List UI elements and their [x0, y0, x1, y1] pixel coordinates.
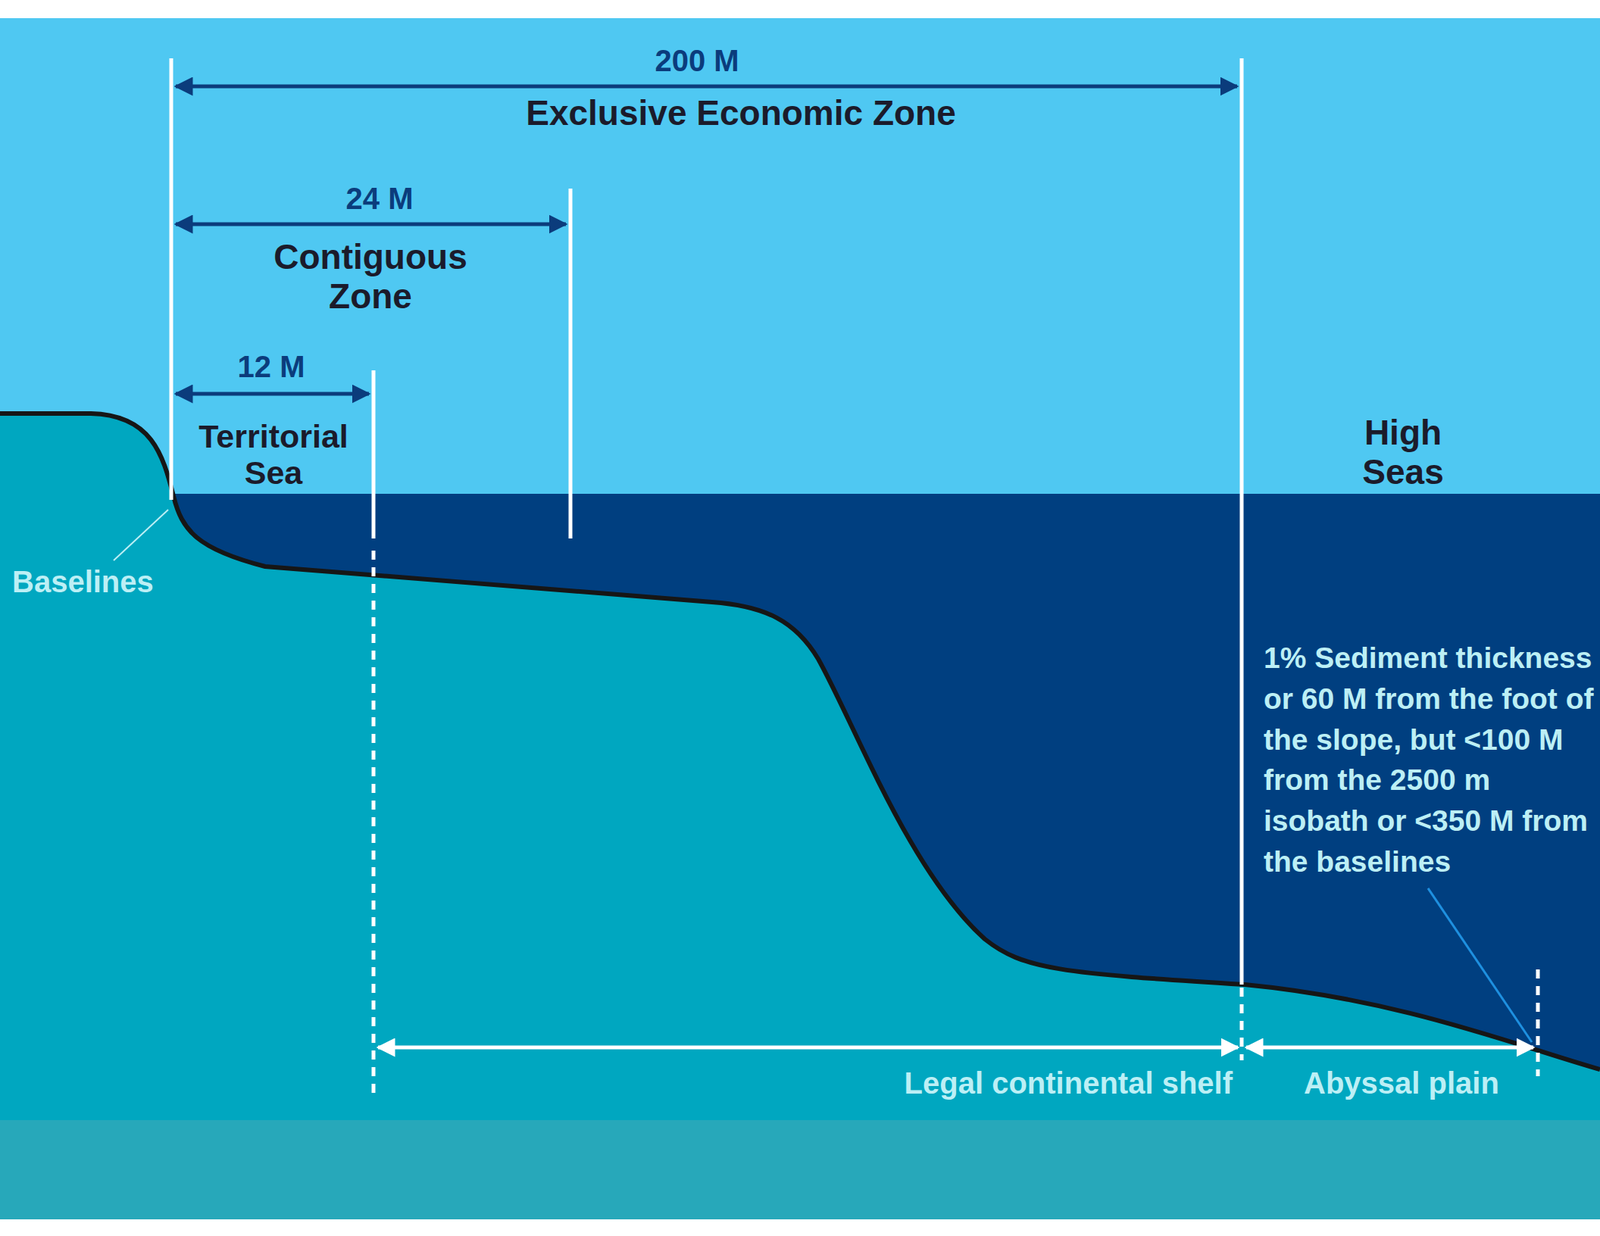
territorial-arrow — [175, 392, 369, 397]
zone-name: Exclusive Economic Zone — [525, 93, 957, 134]
shelf-start-dashed — [371, 550, 376, 1097]
baseline-limit — [169, 58, 174, 500]
eez-arrow — [175, 84, 1238, 89]
baselines-leader — [113, 509, 169, 561]
abyssal-arrow — [1246, 1046, 1534, 1050]
baselines-label: Baselines — [12, 565, 154, 600]
seabed-profile — [0, 413, 1600, 1070]
zone-name: Contiguous Zone — [245, 237, 496, 316]
shelf-arrow — [378, 1046, 1238, 1050]
sky — [0, 18, 1600, 494]
sediment-leader — [1428, 888, 1532, 1043]
seabed — [0, 413, 1600, 1121]
shelf-outer-dashed — [1536, 969, 1541, 1077]
eez-dashed — [1240, 987, 1244, 1061]
zone-name: High Seas — [1319, 413, 1487, 492]
bedrock-band — [0, 1120, 1600, 1220]
shelf-label: Legal continental shelf — [904, 1066, 1233, 1101]
shelf-limit-note: 1% Sediment thickness or 60 M from the f… — [1263, 637, 1594, 883]
plain-label: Abyssal plain — [1303, 1066, 1500, 1101]
dimension-label: 12 M — [237, 350, 306, 385]
contiguous-arrow — [175, 222, 566, 227]
contiguous-limit — [568, 188, 573, 539]
eez-limit — [1240, 58, 1244, 985]
territorial-limit — [371, 370, 376, 539]
dimension-label: 24 M — [346, 181, 414, 216]
zone-name: Territorial Sea — [174, 418, 373, 491]
dimension-label: 200 M — [654, 43, 739, 79]
